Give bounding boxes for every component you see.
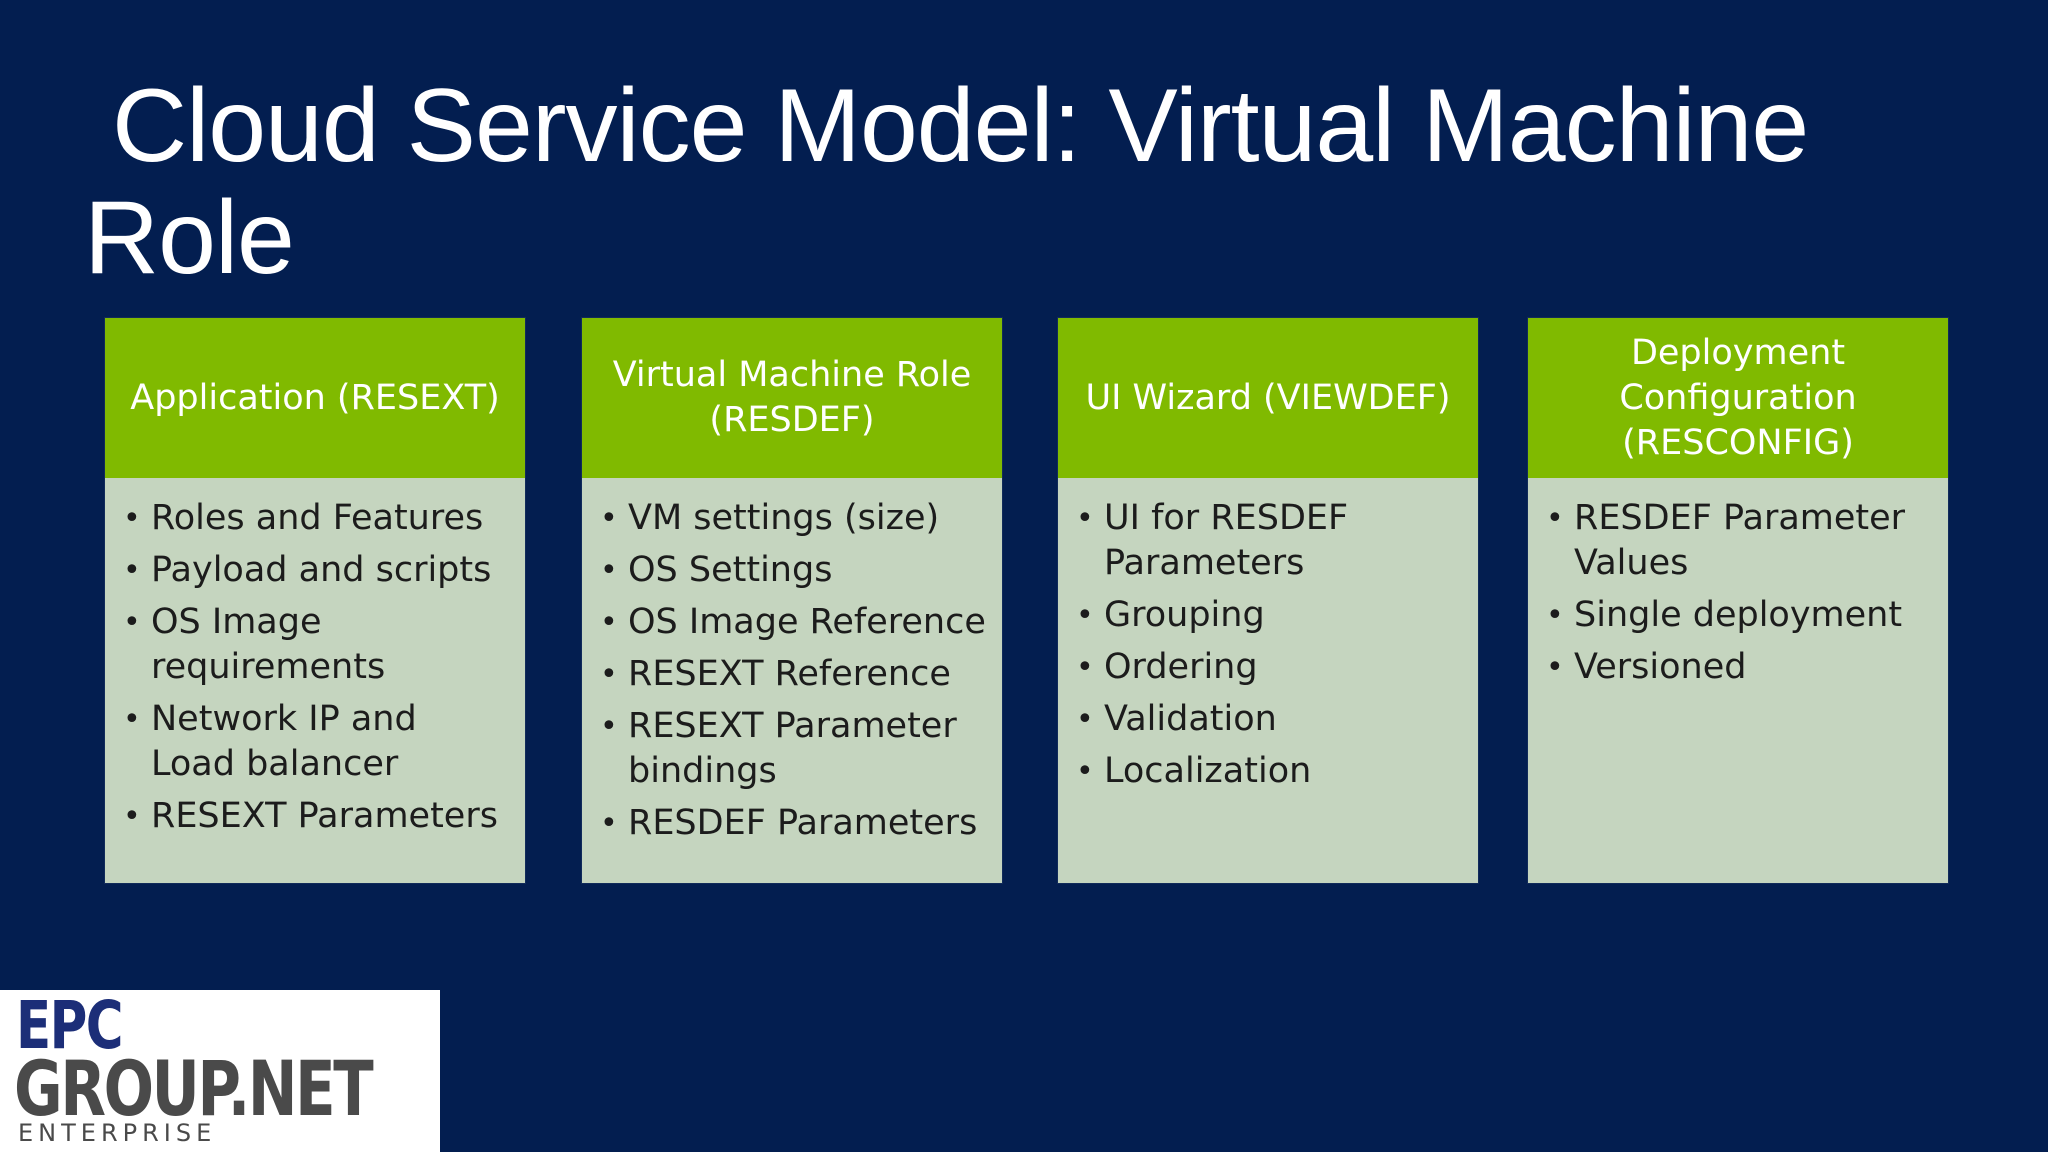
list-item-text: Grouping: [1104, 595, 1265, 635]
card-body: • VM settings (size) • OS Settings • OS Ima…: [582, 478, 1002, 846]
list-item-text: RESEXT Parameters: [151, 796, 498, 836]
bullet-icon: •: [600, 806, 618, 841]
list-item: • RESDEF Parameter Values: [1546, 496, 1934, 586]
list-item-text: Ordering: [1104, 647, 1258, 687]
list-item-text: Payload and scripts: [151, 550, 492, 590]
list-item-text: OS Image requirements: [151, 602, 386, 687]
card-body: • Roles and Features • Payload and scripts…: [105, 478, 525, 839]
bullet-icon: •: [600, 709, 618, 744]
logo-group-net-text: GROUP.NET: [14, 1044, 374, 1133]
list-item: • OS Settings: [600, 548, 988, 593]
list-item: • RESEXT Reference: [600, 652, 988, 697]
card-body: • UI for RESDEF Parameters • Grouping • Ord…: [1058, 478, 1478, 794]
list-item-text: OS Image Reference: [628, 602, 986, 642]
list-item-text: Localization: [1104, 751, 1312, 791]
card-header: Application (RESEXT): [105, 318, 525, 478]
list-item: • UI for RESDEF Parameters: [1076, 496, 1464, 586]
list-item-text: RESDEF Parameter Values: [1574, 498, 1906, 583]
logo-epc-text: EPC: [16, 990, 124, 1064]
card-body: • RESDEF Parameter Values • Single deploym…: [1528, 478, 1948, 690]
list-item: • OS Image Reference: [600, 600, 988, 645]
bullet-icon: •: [600, 657, 618, 692]
card-application-resext: Application (RESEXT) • Roles and Features…: [105, 318, 525, 883]
bullet-icon: •: [1546, 598, 1564, 633]
bullet-icon: •: [600, 553, 618, 588]
bullet-list: • Roles and Features • Payload and scripts…: [123, 496, 511, 839]
list-item: • OS Image requirements: [123, 600, 511, 690]
bullet-icon: •: [123, 605, 141, 640]
list-item-text: Network IP and Load balancer: [151, 699, 417, 784]
epc-group-logo: EPC GROUP.NET ENTERPRISE INNOVATIONS: [0, 990, 440, 1152]
list-item-text: Versioned: [1574, 647, 1747, 687]
list-item-text: OS Settings: [628, 550, 833, 590]
list-item: • Ordering: [1076, 645, 1464, 690]
bullet-icon: •: [600, 501, 618, 536]
bullet-icon: •: [123, 799, 141, 834]
list-item: • Grouping: [1076, 593, 1464, 638]
list-item: • RESEXT Parameters: [123, 794, 511, 839]
card-deployment-configuration-resconfig: Deployment Configuration (RESCONFIG) • RE…: [1528, 318, 1948, 883]
list-item-text: Validation: [1104, 699, 1277, 739]
list-item: • Payload and scripts: [123, 548, 511, 593]
bullet-icon: •: [600, 605, 618, 640]
list-item-text: VM settings (size): [628, 498, 940, 538]
list-item-text: Roles and Features: [151, 498, 484, 538]
card-virtual-machine-role-resdef: Virtual Machine Role (RESDEF) • VM settin…: [582, 318, 1002, 883]
list-item: • Versioned: [1546, 645, 1934, 690]
list-item: • Roles and Features: [123, 496, 511, 541]
list-item-text: UI for RESDEF Parameters: [1104, 498, 1349, 583]
list-item: • Single deployment: [1546, 593, 1934, 638]
list-item: • VM settings (size): [600, 496, 988, 541]
card-header: UI Wizard (VIEWDEF): [1058, 318, 1478, 478]
card-header: Virtual Machine Role (RESDEF): [582, 318, 1002, 478]
slide-title-line-2: Role: [84, 180, 295, 296]
bullet-icon: •: [1076, 754, 1094, 789]
list-item-text: RESDEF Parameters: [628, 803, 978, 843]
logo-tagline: ENTERPRISE INNOVATIONS: [18, 1119, 233, 1152]
list-item: • Network IP and Load balancer: [123, 697, 511, 787]
list-item-text: RESEXT Reference: [628, 654, 951, 694]
list-item-text: RESEXT Parameter bindings: [628, 706, 957, 791]
card-ui-wizard-viewdef: UI Wizard (VIEWDEF) • UI for RESDEF Param…: [1058, 318, 1478, 883]
bullet-icon: •: [1076, 598, 1094, 633]
list-item: • Localization: [1076, 749, 1464, 794]
bullet-icon: •: [1076, 501, 1094, 536]
bullet-list: • VM settings (size) • OS Settings • OS Ima…: [600, 496, 988, 846]
bullet-list: • RESDEF Parameter Values • Single deploym…: [1546, 496, 1934, 690]
slide-title: Cloud Service Model: Virtual Machine Rol…: [84, 70, 1984, 294]
bullet-icon: •: [1076, 650, 1094, 685]
bullet-list: • UI for RESDEF Parameters • Grouping • Ord…: [1076, 496, 1464, 794]
list-item: • RESDEF Parameters: [600, 801, 988, 846]
slide-title-line-1: Cloud Service Model: Virtual Machine: [112, 68, 1809, 184]
bullet-icon: •: [123, 553, 141, 588]
bullet-icon: •: [1546, 650, 1564, 685]
card-header: Deployment Configuration (RESCONFIG): [1528, 318, 1948, 478]
bullet-icon: •: [1076, 702, 1094, 737]
list-item-text: Single deployment: [1574, 595, 1903, 635]
bullet-icon: •: [1546, 501, 1564, 536]
bullet-icon: •: [123, 702, 141, 737]
list-item: • Validation: [1076, 697, 1464, 742]
bullet-icon: •: [123, 501, 141, 536]
list-item: • RESEXT Parameter bindings: [600, 704, 988, 794]
